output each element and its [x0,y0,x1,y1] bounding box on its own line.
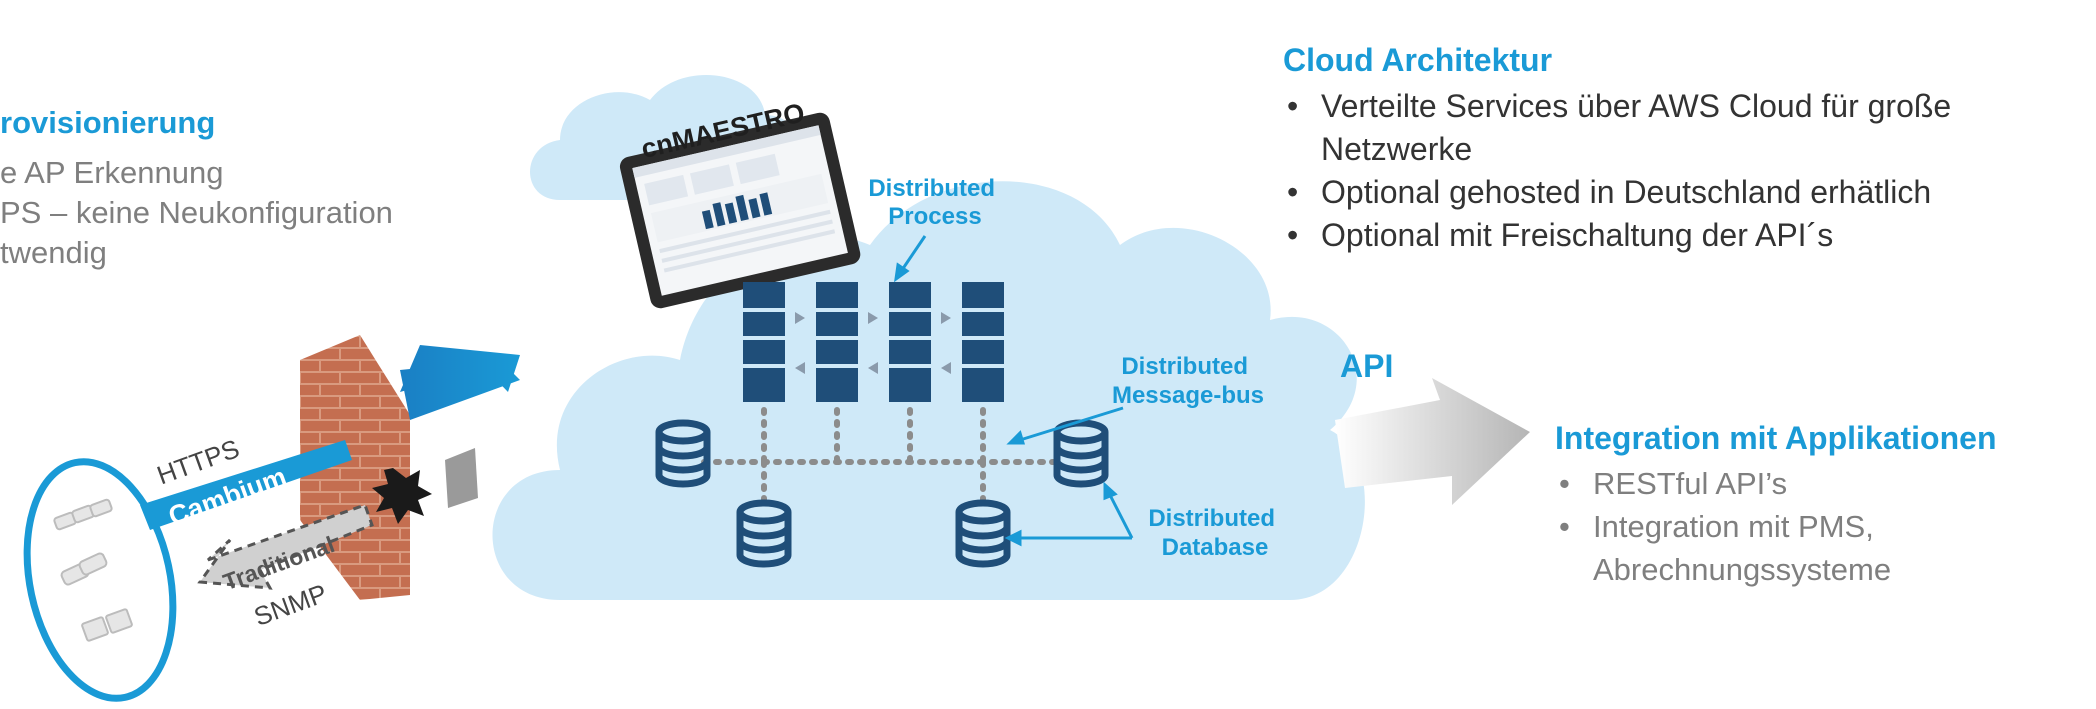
cambium-arrow [140,345,520,530]
bullet-text-continued: Netzwerke [1321,131,1473,167]
device-group [23,458,177,702]
bullet-dot: • [1559,509,1570,544]
message-bus-label: Distributed Message-bus [1112,353,1264,409]
server-icon [743,282,785,402]
server-icon [962,282,1004,402]
bullet-item: • Optional mit Freischaltung der API´s [1283,214,1951,257]
integration-title: Integration mit Applikationen [1555,420,1997,456]
database-icon [736,499,792,568]
database-label: Distributed Database [1148,505,1281,561]
left-line-3: twendig [0,235,107,270]
server-icon [816,282,858,402]
block-explosion-icon [372,468,432,524]
database-icon [655,419,711,488]
bullet-item: • Optional gehosted in Deutschland erhät… [1283,171,1951,214]
database-icon [1053,419,1109,488]
database-icon [955,499,1011,568]
access-point-icon [53,498,113,531]
bullet-dot: • [1559,466,1570,501]
bullet-dot: • [1287,88,1299,124]
cloud-architecture-title: Cloud Architektur [1283,42,1553,78]
process-label: Distributed Process [868,175,1001,230]
bullet-dot: • [1287,174,1299,210]
access-point-icon [81,608,133,642]
server-icon [889,282,931,402]
left-line-1: e AP Erkennung [0,155,224,190]
server-racks [743,282,1004,402]
bullet-item: • RESTful API’s [1555,462,1891,505]
bullet-item: • Verteilte Services über AWS Cloud für … [1283,85,1951,171]
left-section-title: rovisionierung [0,105,216,140]
bullet-text: RESTful API’s [1593,466,1788,501]
cloud-architecture-list: • Verteilte Services über AWS Cloud für … [1283,85,1951,257]
database-icons [655,419,1109,568]
bullet-text: Integration mit PMS, [1593,509,1874,544]
tablet-screen [619,112,861,309]
left-line-2: PS – keine Neukonfiguration [0,195,393,230]
bullet-dot: • [1287,217,1299,253]
api-arrow [1335,378,1530,505]
access-point-icon [60,552,108,586]
callout-arrows [894,235,1134,547]
integration-list: • RESTful API’s • Integration mit PMS, A… [1555,462,1891,591]
api-label: API [1340,348,1394,384]
message-bus-lines [701,407,1065,508]
bullet-text: Verteilte Services über AWS Cloud für gr… [1321,88,1952,124]
traditional-arrow [197,448,478,590]
bullet-text: Optional mit Freischaltung der API´s [1321,217,1834,253]
bullet-text-continued: Abrechnungssysteme [1593,552,1892,587]
bullet-item: • Integration mit PMS, Abrechnungssystem… [1555,505,1891,591]
bullet-text: Optional gehosted in Deutschland erhätli… [1321,174,1932,210]
